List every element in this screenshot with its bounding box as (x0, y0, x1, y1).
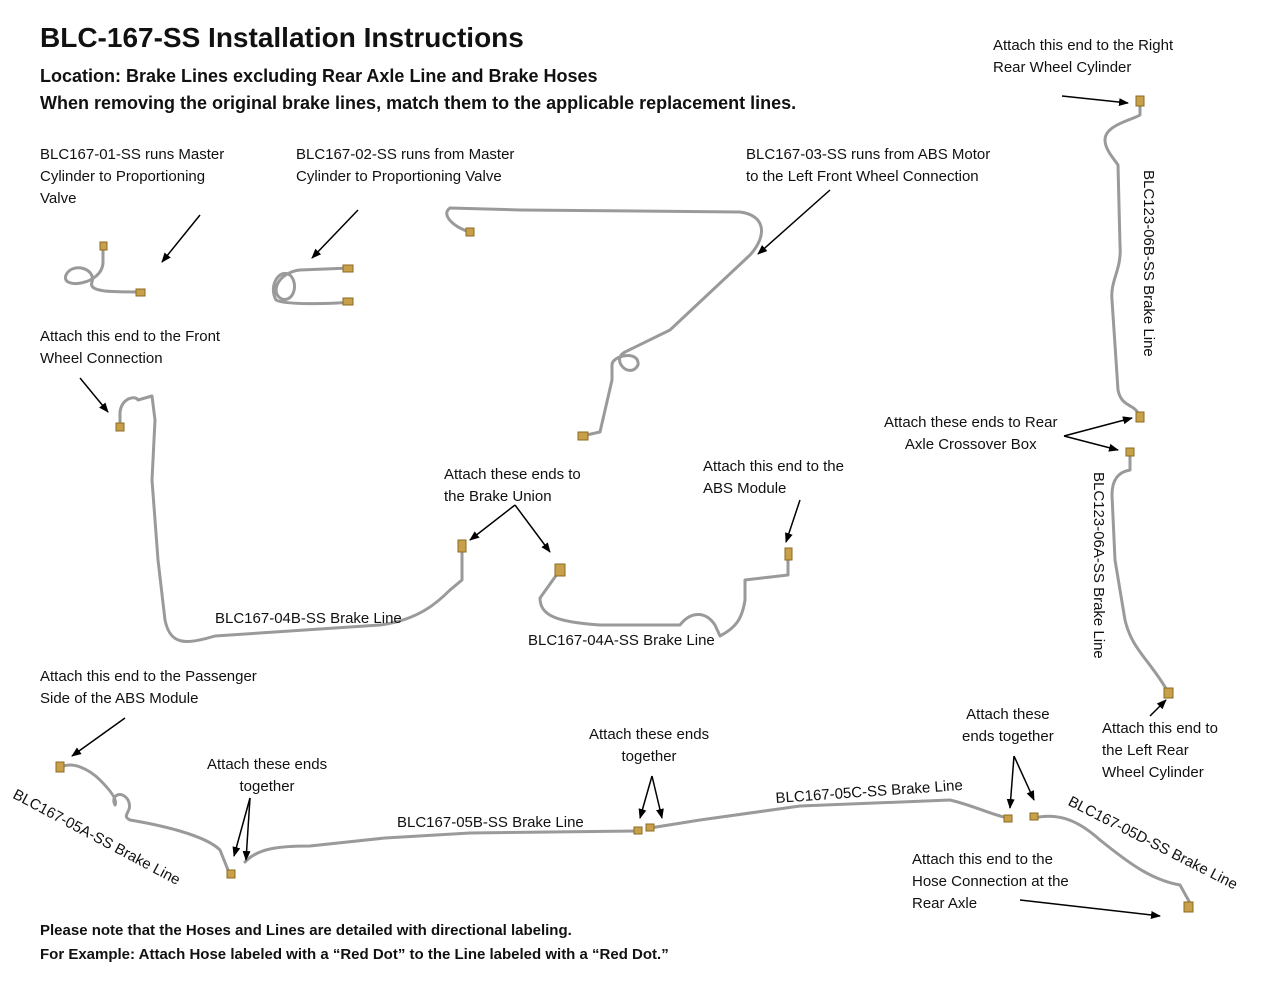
fitting (55, 761, 65, 773)
arrow (311, 209, 359, 259)
arrow (232, 797, 251, 857)
arrow (469, 504, 516, 541)
fitting (1135, 411, 1145, 423)
arrow (1061, 95, 1129, 107)
fitting (135, 288, 146, 297)
arrow (651, 775, 664, 819)
fitting (1125, 447, 1135, 457)
arrow (1013, 755, 1035, 801)
fitting (554, 563, 566, 577)
arrow (71, 717, 126, 757)
note-directional: Please note that the Hoses and Lines are… (40, 922, 572, 939)
arrow (1063, 435, 1119, 452)
fitting (633, 826, 643, 835)
fitting (342, 297, 354, 306)
arrow (161, 214, 201, 263)
fitting (1183, 901, 1194, 913)
label-line-04a: BLC167-04A-SS Brake Line (528, 632, 715, 649)
location-subtitle: Location: Brake Lines excluding Rear Axl… (40, 66, 598, 86)
line-02 (271, 266, 352, 306)
line-03 (445, 206, 763, 438)
fitting (1029, 812, 1039, 821)
fitting (99, 241, 108, 251)
label-line-06b: BLC123-06B-SS Brake Line (1140, 170, 1157, 357)
line-05d (1032, 814, 1192, 905)
fitting (342, 264, 354, 273)
fitting (784, 547, 793, 561)
arrow (1063, 416, 1133, 437)
fitting (457, 539, 467, 553)
arrow (1019, 899, 1161, 919)
fitting (226, 869, 236, 879)
line-05c (648, 798, 1010, 830)
arrow (79, 377, 109, 413)
page-title: BLC-167-SS Installation Instructions (40, 22, 524, 53)
label-line-04b: BLC167-04B-SS Brake Line (215, 610, 402, 627)
removal-instruction: When removing the original brake lines, … (40, 93, 797, 113)
line-05a (58, 763, 232, 877)
arrow (1149, 699, 1167, 717)
arrow (638, 775, 653, 819)
fitting (1163, 687, 1174, 699)
arrow (514, 504, 551, 553)
line-01 (64, 246, 142, 294)
note-example: For Example: Attach Hose labeled with a … (40, 946, 669, 963)
arrow (785, 499, 801, 543)
label-line-06a: BLC123-06A-SS Brake Line (1090, 472, 1107, 659)
fitting (1003, 814, 1013, 823)
line-04a (538, 550, 790, 638)
fitting (1135, 95, 1145, 107)
arrow (242, 797, 251, 861)
arrow (757, 189, 831, 255)
line-04b (118, 394, 464, 643)
fitting (645, 823, 655, 832)
line-05b (243, 829, 638, 864)
arrow (1006, 755, 1015, 809)
line-06b (1103, 98, 1142, 422)
line-06a (1110, 450, 1170, 694)
label-line-05b: BLC167-05B-SS Brake Line (397, 814, 584, 831)
fitting (115, 422, 125, 432)
fitting (465, 227, 475, 237)
fitting (577, 431, 589, 441)
